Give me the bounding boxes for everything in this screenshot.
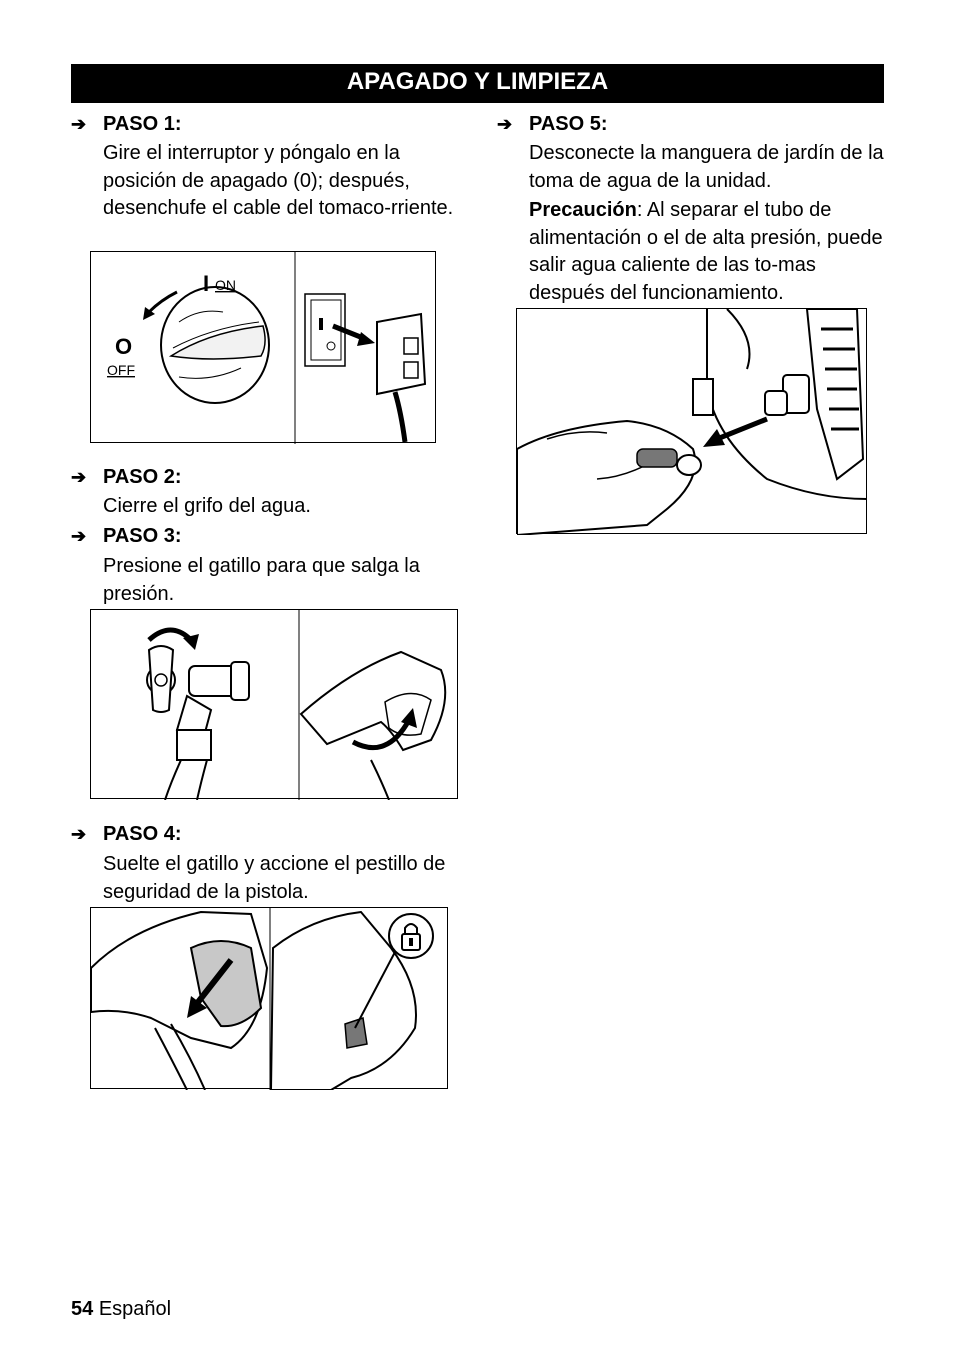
- figure-switch-and-plug: I ON O OFF: [90, 251, 436, 444]
- step-5-text: Desconecte la manguera de jardín de la t…: [529, 142, 884, 192]
- arrow-right-icon: ➔: [71, 526, 87, 546]
- trigger-lock-illustration: [91, 908, 434, 1090]
- disconnect-hose-illustration: [517, 309, 868, 535]
- figure-disconnect-hose: [516, 308, 868, 535]
- switch-off-illustration: I ON O OFF: [107, 252, 427, 444]
- off-symbol: O: [115, 334, 132, 359]
- arrow-right-icon: ➔: [71, 114, 87, 134]
- section-title-banner: APAGADO Y LIMPIEZA: [71, 64, 884, 103]
- on-symbol: I: [203, 271, 209, 296]
- page-number: 54: [71, 1298, 94, 1320]
- footer-language: Español: [98, 1298, 172, 1320]
- step-5-label: PASO 5:: [529, 113, 608, 135]
- faucet-trigger-illustration: [146, 610, 447, 800]
- caution-text: : Al separar el tubo de alimentación o e…: [529, 199, 883, 304]
- off-label: OFF: [107, 362, 135, 378]
- step-2-label: PASO 2:: [103, 466, 182, 488]
- arrow-right-icon: ➔: [71, 467, 87, 487]
- page-footer: 54 Español: [71, 1297, 171, 1321]
- step-1-label: PASO 1:: [103, 113, 182, 135]
- figure-release-and-lock: [90, 907, 448, 1090]
- step-1-text: Gire el interruptor y póngalo en la posi…: [103, 142, 454, 219]
- step-2-text: Cierre el grifo del agua.: [103, 495, 311, 517]
- step-3-text: Presione el gatillo para que salga la pr…: [103, 555, 420, 605]
- step-5-caution: Precaución: Al separar el tubo de alimen…: [529, 197, 889, 307]
- step-3-label: PASO 3:: [103, 525, 182, 547]
- on-label: ON: [215, 277, 236, 293]
- step-4-label: PASO 4:: [103, 823, 182, 845]
- step-4-text: Suelte el gatillo y accione el pestillo …: [103, 853, 446, 903]
- arrow-right-icon: ➔: [497, 114, 513, 134]
- figure-faucet-and-trigger: [90, 609, 458, 800]
- caution-label: Precaución: [529, 199, 637, 221]
- arrow-right-icon: ➔: [71, 824, 87, 844]
